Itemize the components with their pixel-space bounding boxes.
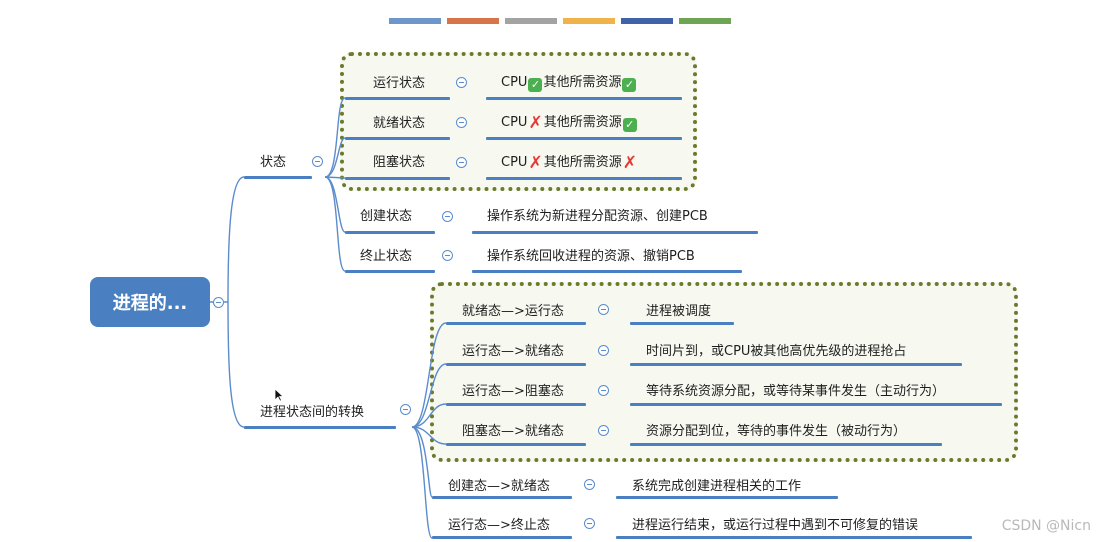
underline <box>432 496 572 499</box>
branch-state-label[interactable]: 状态 <box>260 155 287 170</box>
connector <box>411 426 447 445</box>
collapse-icon[interactable] <box>213 297 224 308</box>
underline <box>446 403 586 406</box>
collapse-icon[interactable] <box>598 304 609 315</box>
color-bar <box>563 18 615 24</box>
color-bar <box>447 18 499 24</box>
connector <box>227 176 245 303</box>
transition-desc: 资源分配到位，等待的事件发生（被动行为） <box>646 424 907 439</box>
underline <box>486 97 682 100</box>
collapse-icon[interactable] <box>598 385 609 396</box>
color-bar <box>505 18 557 24</box>
state-name[interactable]: 就绪状态 <box>373 116 426 131</box>
underline <box>616 496 838 499</box>
root-node[interactable]: 进程的... <box>90 277 210 327</box>
transition-group-box <box>430 282 1018 462</box>
underline <box>345 231 435 234</box>
transition-name[interactable]: 创建态—>就绪态 <box>448 479 550 494</box>
color-bar <box>679 18 731 24</box>
connector <box>411 322 447 428</box>
connector <box>324 97 346 178</box>
collapse-icon[interactable] <box>584 479 595 490</box>
state-name[interactable]: 运行状态 <box>373 76 426 91</box>
underline <box>472 270 742 273</box>
desc-text: CPU <box>501 155 528 170</box>
state-desc: CPU✓其他所需资源✓ <box>501 74 637 92</box>
branch-transition-label[interactable]: 进程状态间的转换 <box>260 405 365 420</box>
root-label: 进程的... <box>112 293 188 314</box>
underline <box>630 443 942 446</box>
cursor-icon <box>274 388 284 402</box>
collapse-icon[interactable] <box>598 345 609 356</box>
underline <box>446 443 586 446</box>
state-desc: CPU✗其他所需资源✓ <box>501 114 638 132</box>
desc-text: 其他所需资源 <box>543 155 622 170</box>
check-icon: ✓ <box>528 78 543 92</box>
collapse-icon[interactable] <box>456 157 467 168</box>
collapse-icon[interactable] <box>456 77 467 88</box>
connector <box>227 301 245 428</box>
color-bar <box>621 18 673 24</box>
underline <box>630 322 734 325</box>
underline <box>345 270 435 273</box>
underline <box>472 231 758 234</box>
cross-icon: ✗ <box>622 153 637 173</box>
collapse-icon[interactable] <box>598 425 609 436</box>
state-name[interactable]: 阻塞状态 <box>373 155 426 170</box>
desc-text: 其他所需资源 <box>543 75 622 90</box>
connector <box>411 363 447 428</box>
underline <box>446 363 586 366</box>
transition-name[interactable]: 运行态—>终止态 <box>448 518 550 533</box>
connector <box>324 176 346 179</box>
transition-desc: 进程运行结束，或运行过程中遇到不可修复的错误 <box>632 518 919 533</box>
underline <box>345 97 450 100</box>
underline <box>486 177 682 180</box>
underline <box>244 426 396 429</box>
connector <box>411 426 433 498</box>
connector <box>324 137 346 178</box>
cross-icon: ✗ <box>528 153 543 173</box>
desc-text: CPU <box>501 115 528 130</box>
transition-desc: 进程被调度 <box>646 304 712 319</box>
transition-name[interactable]: 阻塞态—>就绪态 <box>462 424 564 439</box>
transition-name[interactable]: 就绪态—>运行态 <box>462 304 564 319</box>
desc-text: CPU <box>501 75 528 90</box>
underline <box>630 363 962 366</box>
state-name[interactable]: 创建状态 <box>360 209 413 224</box>
underline <box>244 176 312 179</box>
underline <box>345 177 450 180</box>
state-desc: 操作系统回收进程的资源、撤销PCB <box>487 249 695 264</box>
cross-icon: ✗ <box>528 113 543 133</box>
check-icon: ✓ <box>622 78 637 92</box>
transition-desc: 时间片到，或CPU被其他高优先级的进程抢占 <box>646 344 907 359</box>
check-icon: ✓ <box>622 118 637 132</box>
underline <box>446 322 586 325</box>
underline <box>345 137 450 140</box>
transition-desc: 等待系统资源分配，或等待某事件发生（主动行为） <box>646 384 946 399</box>
collapse-icon[interactable] <box>442 211 453 222</box>
collapse-icon[interactable] <box>442 250 453 261</box>
underline <box>630 403 1002 406</box>
color-bar <box>389 18 441 24</box>
underline <box>432 536 572 539</box>
watermark: CSDN @Nicn <box>1001 518 1091 534</box>
collapse-icon[interactable] <box>312 156 323 167</box>
state-group-box <box>340 52 697 191</box>
underline <box>486 137 682 140</box>
connector <box>411 403 447 428</box>
state-desc: CPU✗其他所需资源✗ <box>501 154 638 172</box>
transition-name[interactable]: 运行态—>阻塞态 <box>462 384 564 399</box>
connector <box>411 426 433 539</box>
transition-desc: 系统完成创建进程相关的工作 <box>632 479 802 494</box>
collapse-icon[interactable] <box>400 404 411 415</box>
underline <box>616 536 972 539</box>
collapse-icon[interactable] <box>584 518 595 529</box>
state-desc: 操作系统为新进程分配资源、创建PCB <box>487 209 708 224</box>
collapse-icon[interactable] <box>456 117 467 128</box>
connector <box>324 176 346 272</box>
desc-text: 其他所需资源 <box>543 115 622 130</box>
transition-name[interactable]: 运行态—>就绪态 <box>462 344 564 359</box>
state-name[interactable]: 终止状态 <box>360 249 413 264</box>
